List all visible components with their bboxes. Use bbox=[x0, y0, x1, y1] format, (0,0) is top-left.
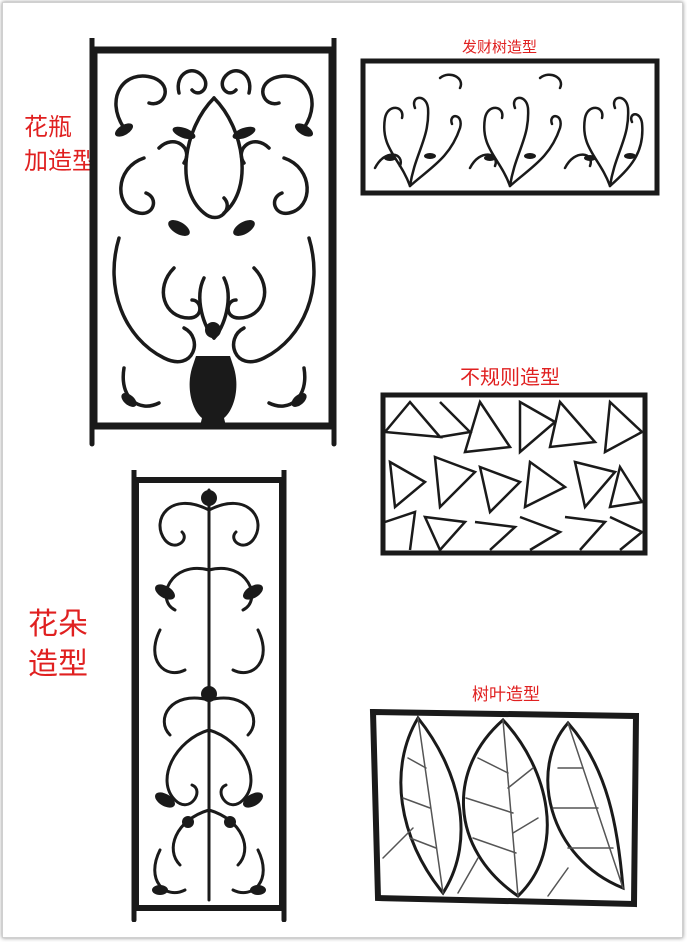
label-irregular: 不规则造型 bbox=[460, 365, 560, 389]
vase-panel bbox=[84, 38, 344, 448]
label-flower-line1: 花朵 bbox=[28, 607, 88, 642]
leaf-panel bbox=[368, 708, 640, 908]
irregular-panel bbox=[380, 392, 648, 556]
flower-panel bbox=[130, 470, 290, 922]
label-vase-line2: 加造型 bbox=[24, 147, 96, 175]
label-leaf: 树叶造型 bbox=[472, 685, 540, 705]
label-fortune-tree: 发财树造型 bbox=[462, 38, 538, 56]
fortune-tree-panel bbox=[360, 58, 660, 196]
label-flower-line2: 造型 bbox=[28, 647, 88, 682]
label-vase-line1: 花瓶 bbox=[24, 113, 72, 141]
